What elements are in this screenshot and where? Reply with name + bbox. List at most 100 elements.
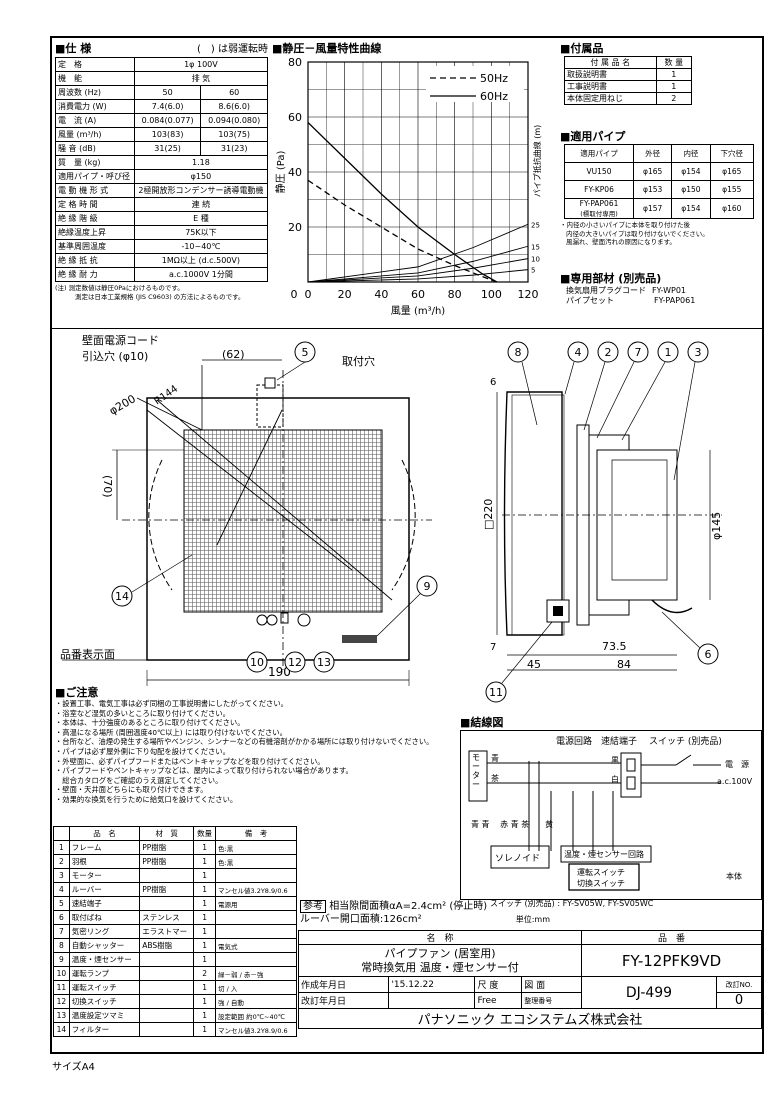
caution-item: ・壁面・天井面どちらにも取り付けできます。 [55, 785, 208, 795]
pipe-length-label: 15 [531, 243, 540, 251]
y-axis-label: 静圧 (Pa) [274, 151, 287, 194]
dim-6: 6 [490, 377, 496, 388]
svg-text:12: 12 [288, 656, 302, 669]
balloon-3: 3 [687, 341, 709, 363]
svg-text:2: 2 [605, 346, 612, 359]
lbl-solenoid: ソレノイド [495, 854, 541, 864]
ref-tag: 参考 [300, 900, 326, 913]
front-view-drawing: 壁面電源コード 引込穴 (φ10) (62) 取付穴 φ200 R144 (70… [60, 333, 438, 686]
spec-value: a.c.1000V 1分間 [133, 267, 269, 282]
svg-text:6: 6 [705, 648, 712, 661]
chart-title: ■静圧－風量特性曲線 [272, 42, 382, 55]
y-tick-label: 20 [288, 221, 302, 234]
tb-company: パナソニック エコシステムズ株式会社 [298, 1008, 762, 1029]
spec-row: 質 量 (kg)1.18 [55, 155, 269, 170]
spec-value: 1.18 [133, 155, 269, 170]
balloon-10: 10 [246, 651, 268, 673]
caution-item: ・浴室など湿気の多いところに取り付けてください。 [55, 708, 230, 718]
pipe-resistance-curve [307, 245, 529, 283]
balloon-9: 9 [416, 575, 438, 597]
series-line-60Hz [307, 122, 498, 283]
caution-list: ・設置工事、電気工事は必ず同梱の工事説明書にしたがってください。・浴室など湿気の… [55, 699, 455, 805]
balloon-7: 7 [627, 341, 649, 363]
pipe-length-label: 25 [531, 221, 540, 229]
lbl-ac: a.c.100V [717, 777, 753, 786]
title-block: 名 称 品 番 パイプファン (居室用) 常時換気用 温度・煙センサー付 FY-… [297, 930, 762, 1029]
balloon-6: 6 [697, 643, 719, 665]
dim-145: φ145 [710, 512, 723, 540]
lbl-cord: 壁面電源コード [82, 333, 159, 347]
spec-row: 消費電力 (W)7.4(6.0)8.6(6.0) [55, 99, 268, 114]
svg-text:10: 10 [250, 656, 264, 669]
pipes-note-2: 内径の大きいパイプは取り付けないでください。 [566, 229, 709, 238]
parts-header: 材 質 [139, 826, 195, 841]
tb-name-2: 常時換気用 温度・煙センサー付 [361, 960, 519, 974]
spec-value: 1φ 100V [133, 57, 269, 72]
tb-num-label: 整理番号 [521, 992, 582, 1009]
svg-text:8: 8 [515, 346, 522, 359]
lbl-hinban: 品番表示面 [60, 647, 115, 661]
lbl-body: 本体 [726, 872, 742, 881]
spec-value: φ150 [133, 169, 269, 184]
spec-label: 絶 縁 階 級 [55, 211, 135, 226]
spec-value-60: 31(23) [200, 141, 268, 156]
ref-line-1: 相当隙間面積αA=2.4cm² (停止時) [329, 901, 488, 912]
pipes-note-3: 風漏れ、壁面汚れの原因になります。 [566, 238, 676, 246]
svg-text:4: 4 [575, 346, 582, 359]
pipe-header: 適用パイプ [563, 144, 635, 163]
tb-created-date: '15.12.22 [388, 976, 476, 993]
spec-label: 定 格 時 間 [55, 197, 135, 212]
lbl-switch: スイッチ (別売品) [649, 737, 722, 747]
x-tick-label: 0 [305, 288, 312, 301]
drawing-sheet [50, 36, 764, 1054]
x-tick-label: 20 [338, 288, 352, 301]
caution-item: 総合カタログをご確認のうえ選定してください。 [55, 775, 223, 785]
tb-fig-label: 図 面 [521, 976, 582, 993]
lbl-run-switch: 運転スイッチ [577, 868, 625, 877]
reference-box: 参考 相当隙間面積αA=2.4cm² (停止時) ルーバー開口面積:126cm²… [300, 900, 550, 926]
series-line-50Hz [307, 179, 498, 283]
tb-scale-value: Free [474, 992, 523, 1009]
x-tick-origin: 0 [291, 288, 298, 301]
svg-text:5: 5 [302, 346, 309, 359]
spec-row: 定 格 時 間連 続 [55, 197, 269, 212]
tb-product-code: FY-12PFK9VD [581, 944, 762, 977]
pipe-resistance-curve [307, 223, 529, 283]
parts-header: 品 名 [68, 826, 141, 841]
lbl-190: 190 [268, 665, 291, 679]
spec-value-60: 0.094(0.080) [200, 113, 268, 128]
pipes-title: ■適用パイプ [560, 130, 626, 143]
chart-section: ■静圧－風量特性曲線 [272, 40, 381, 56]
dim-220: □220 [482, 499, 495, 530]
svg-text:1: 1 [665, 346, 672, 359]
spec-value: 1MΩ以上 (d.c.500V) [133, 253, 269, 268]
svg-text:11: 11 [489, 686, 503, 699]
spec-value: E 種 [133, 211, 269, 226]
spec-value: -10~40℃ [133, 239, 269, 254]
spec-label: 電 流 (A) [55, 113, 135, 128]
spec-label: 絶縁温度上昇 [55, 225, 135, 240]
wiring-section: ■結線図 [460, 714, 503, 730]
caution-item: ・設置工事、電気工事は必ず同梱の工事説明書にしたがってください。 [55, 699, 288, 708]
pipes-note-1: ・内径の小さいパイプに本体を取り付けた後 [560, 221, 690, 229]
spec-row: 基準周囲温度-10~40℃ [55, 239, 269, 254]
x-tick-label: 80 [448, 288, 462, 301]
